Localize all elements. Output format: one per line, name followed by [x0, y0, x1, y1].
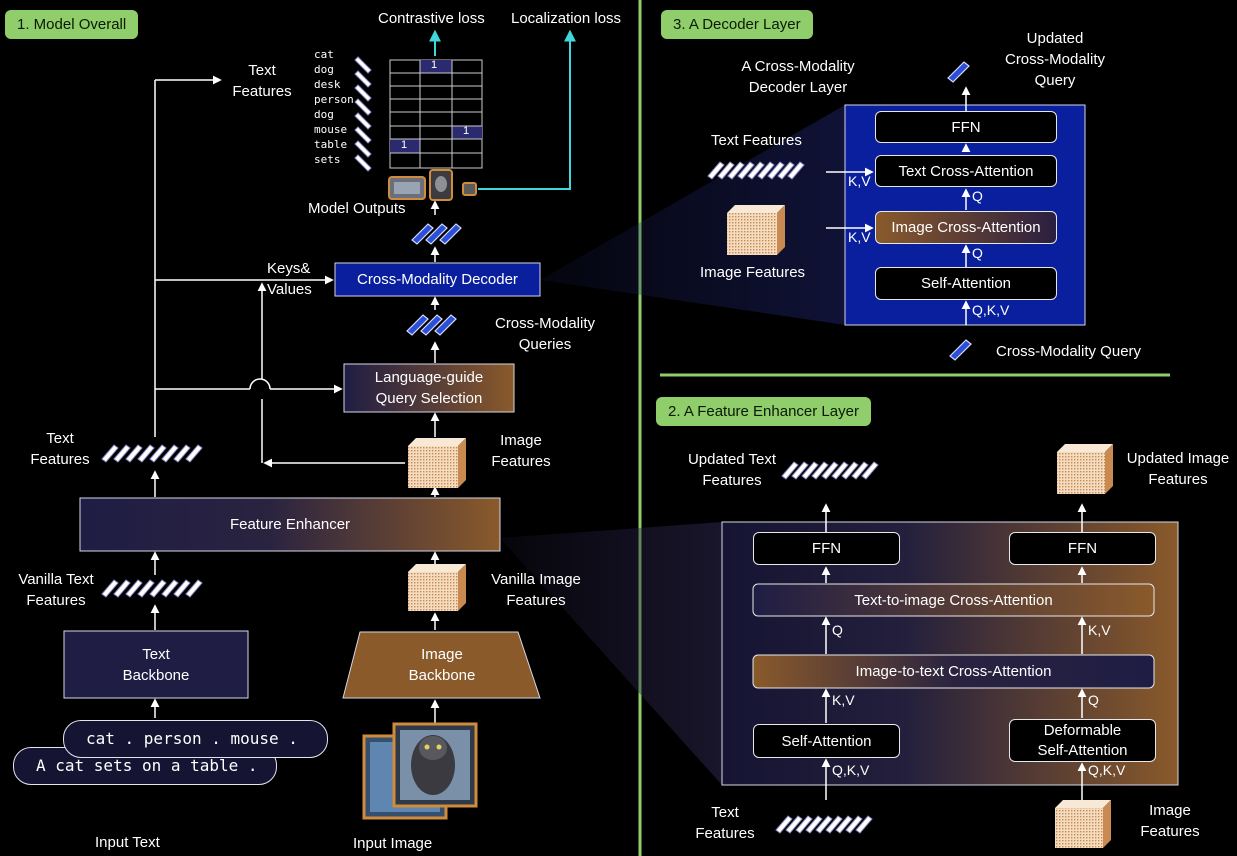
grid-label: person	[314, 93, 354, 106]
grid-label: desk	[314, 78, 341, 91]
localization-loss-label: Localization loss	[511, 10, 622, 27]
t2i-q-label: Q	[832, 622, 843, 638]
i2t-q-label: Q	[1088, 692, 1099, 708]
image-backbone-box	[342, 631, 541, 699]
decoder-image-features-cube	[727, 205, 785, 255]
grid-label: dog	[314, 63, 334, 76]
grid-label: cat	[314, 48, 334, 61]
input-image-stack	[362, 722, 478, 820]
model-outputs-label: Model Outputs	[308, 200, 406, 217]
image-to-text-cross-attention: Image-to-text Cross-Attention	[855, 663, 1052, 680]
text-backbone-box	[63, 630, 249, 699]
image-cross-kv-label: K,V	[848, 229, 871, 245]
grid-mark: 1	[401, 139, 408, 151]
section-model-overall: 1. Model Overall	[5, 10, 139, 39]
cross-modality-decoder: Cross-Modality Decoder	[357, 271, 518, 288]
grid-label: table	[314, 138, 348, 151]
grid-label: dog	[314, 108, 334, 121]
decoder-self-attention: Self-Attention	[875, 267, 1057, 300]
enhancer-projection	[500, 522, 722, 785]
cross-modality-query-label: Cross-Modality Query	[996, 343, 1142, 360]
input-image-label: Input Image	[353, 835, 433, 852]
text-prompt-categories: cat . person . mouse .	[63, 720, 328, 758]
text-features-stripes	[101, 444, 203, 463]
enhancer-image-ffn: FFN	[1009, 532, 1156, 565]
alignment-grid	[354, 56, 483, 172]
image-cross-attention: Image Cross-Attention	[875, 211, 1057, 244]
keys-values-label: Keys&Values	[267, 260, 312, 298]
section-enhancer-layer: 2. A Feature Enhancer Layer	[656, 397, 871, 426]
input-text-label: Input Text	[95, 834, 160, 851]
enhancer-self-attention: Self-Attention	[753, 724, 900, 758]
i2t-kv-label: K,V	[832, 692, 855, 708]
grid-label: mouse	[314, 123, 348, 136]
enhancer-updated-image-cube	[1057, 444, 1113, 494]
self-attention-qkv-label: Q,K,V	[832, 762, 870, 778]
grid-mark: 1	[431, 59, 438, 71]
contrastive-loss-label: Contrastive loss	[378, 10, 485, 27]
model-output-crops	[388, 169, 477, 201]
query-selection-box	[343, 363, 515, 413]
t2i-kv-label: K,V	[1088, 622, 1111, 638]
decoder-ffn: FFN	[875, 111, 1057, 143]
section-decoder-layer: 3. A Decoder Layer	[661, 10, 813, 39]
model-output-queries	[411, 223, 462, 245]
decoder-image-features-label: Image Features	[700, 264, 806, 281]
feature-enhancer-box	[79, 497, 501, 552]
decoder-qkv-label: Q,K,V	[972, 302, 1010, 318]
vanilla-image-features-cube	[408, 564, 466, 611]
feature-enhancer: Feature Enhancer	[229, 516, 351, 533]
enhancer-text-features-stripes	[775, 815, 873, 834]
enhancer-image-features-cube	[1055, 800, 1111, 848]
t2i-box-bg	[752, 583, 1155, 617]
cross-modality-decoder-box	[334, 262, 541, 297]
grid-mark: 1	[463, 125, 470, 137]
i2t-box-bg	[752, 654, 1155, 689]
vanilla-text-features-stripes	[101, 579, 203, 598]
enhancer-updated-text-stripes	[781, 461, 879, 480]
image-features-cube	[408, 438, 466, 488]
text-cross-q-label: Q	[972, 188, 983, 204]
grid-row-labels: cat dog desk person dog mouse table sets	[314, 47, 354, 167]
text-cross-attention: Text Cross-Attention	[875, 155, 1057, 187]
decoder-projection	[540, 105, 845, 325]
decoder-text-features-label: Text Features	[711, 132, 802, 149]
grid-label: sets	[314, 153, 341, 166]
text-to-image-cross-attention: Text-to-image Cross-Attention	[854, 591, 1053, 609]
text-cross-kv-label: K,V	[848, 173, 871, 189]
deformable-qkv-label: Q,K,V	[1088, 762, 1126, 778]
image-cross-q-label: Q	[972, 245, 983, 261]
decoder-query-stripe	[949, 339, 972, 361]
decoder-updated-query-stripe	[947, 61, 970, 83]
enhancer-text-ffn: FFN	[753, 532, 900, 565]
cross-modality-queries	[406, 314, 457, 336]
